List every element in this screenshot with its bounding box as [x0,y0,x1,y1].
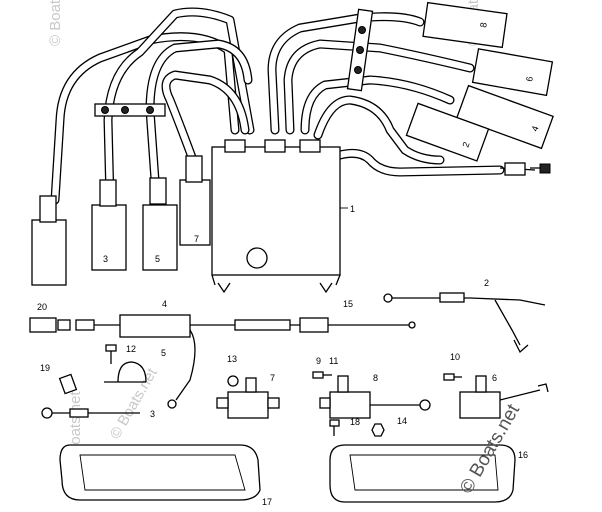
plug-boots-right: 8 6 4 2 [405,1,554,176]
callout-1: 1 [350,204,355,214]
plug-boot-5 [142,204,178,271]
callout-15: 15 [343,299,353,309]
plug-boots-left: 3 5 7 [31,155,211,286]
clamp-screw-icon [101,106,109,114]
plug-boot-3 [91,204,127,271]
switch-box-hole [246,247,268,269]
cylinder-label-2: 2 [460,141,471,149]
clamp-screw-icon [121,106,129,114]
cylinder-label-4: 4 [529,125,540,133]
callout-6: 6 [492,373,497,383]
part-18-14: 18 14 [329,416,407,437]
switch-box-body [211,146,341,276]
cylinder-label-3: 3 [103,254,108,264]
part-8-coil: 9 11 8 [312,356,431,419]
cylinder-label-8: 8 [478,22,489,29]
callout-13: 13 [227,354,237,364]
wire-clamps [94,8,374,117]
plug-boot-6 [471,48,554,97]
callout-7: 7 [270,373,275,383]
callout-10: 10 [450,352,460,362]
part-15-lead: 15 [299,299,416,333]
plug-boot [31,219,67,286]
part-17-cover: 17 [59,444,272,507]
part-7-coil: 13 7 [216,354,280,419]
clamp-screw-icon [356,46,364,54]
callout-20: 20 [37,302,47,312]
watermark-top-left: © Boats.net [47,0,64,46]
plug-boot-7 [179,179,211,246]
spark-plug-wires [50,7,505,205]
callout-5: 5 [161,348,166,358]
callout-12: 12 [126,344,136,354]
cylinder-label-5: 5 [155,254,160,264]
callout-16: 16 [518,450,528,460]
callout-18: 18 [350,417,360,427]
callout-4: 4 [162,299,167,309]
part-12-screw: 12 [105,344,136,364]
clamp-screw-icon [354,66,362,74]
part-6-coil: 10 6 [443,352,549,419]
wire-left-1 [50,32,240,205]
part-4-module: 4 [119,299,300,409]
watermark-bottom-mid: © Boats.net [107,365,161,442]
callout-8: 8 [373,373,378,383]
part-20-connector: 20 [29,302,120,333]
callout-2: 2 [484,278,489,288]
plug-boot-4 [456,84,554,150]
callout-17: 17 [262,497,272,507]
clamp-screw-icon [146,106,154,114]
part-16-cover: 16 [329,444,528,503]
callout-9: 9 [316,356,321,366]
part-19-boot: 19 [40,363,78,395]
callout-19: 19 [40,363,50,373]
callout-11: 11 [329,356,338,366]
callout-3: 3 [150,409,155,419]
part-2-cable: 2 [383,278,546,354]
wire-connector [504,162,526,176]
cylinder-label-7: 7 [194,234,199,244]
cylinder-label-6: 6 [524,76,535,83]
plug-boot-2 [405,102,490,162]
boot-terminal [39,195,57,223]
plug-boot-8 [422,1,508,49]
switch-box: 1 [211,139,355,294]
part-5-clamp: 5 [104,348,166,383]
clamp-screw-icon [358,26,366,34]
callout-14: 14 [397,416,407,426]
part-3-strap: 3 [41,407,155,419]
